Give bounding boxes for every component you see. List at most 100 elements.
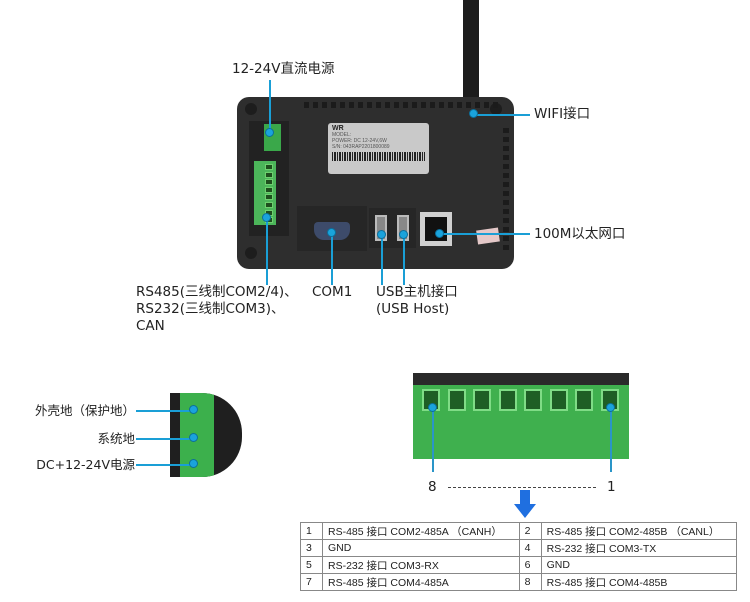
callout-dot [377, 230, 386, 239]
terminal-block-closeup [413, 373, 629, 459]
label-usb: USB主机接口 (USB Host) [376, 284, 458, 318]
mount-hole [245, 247, 257, 259]
terminal-slot [549, 389, 568, 411]
label-usb-1: USB主机接口 [376, 284, 458, 300]
label-power-input: 12-24V直流电源 [232, 61, 335, 77]
label-system-ground: 系统地 [97, 431, 135, 446]
label-chassis-ground: 外壳地（保护地） [34, 403, 135, 418]
label-serial-3: CAN [136, 318, 165, 334]
pin-description: RS-485 接口 COM4-485A [322, 573, 520, 591]
label-serial-1: RS485(三线制COM2/4)、 [136, 284, 298, 300]
vent-slot [503, 173, 509, 178]
antenna [463, 0, 479, 128]
pin-description: RS-232 接口 COM3-RX [322, 556, 520, 574]
terminal-pin [265, 202, 273, 208]
pin-description: GND [322, 539, 520, 557]
vent-slot [503, 137, 509, 142]
pin-number: 3 [300, 539, 323, 557]
terminal-slot [447, 389, 466, 411]
callout-dot [327, 228, 336, 237]
label-usb-2: (USB Host) [376, 301, 450, 317]
pin-number: 2 [518, 522, 542, 540]
pin-dot [189, 433, 198, 442]
brand-logo: WR [332, 125, 344, 132]
terminal-slot [524, 389, 542, 411]
vent-slot [313, 102, 318, 108]
vent-slot [503, 191, 509, 196]
pin-number: 6 [518, 556, 542, 574]
vent-slot [503, 218, 509, 223]
pin-description: RS-485 接口 COM4-485B [540, 573, 738, 591]
vent-slot [503, 245, 509, 250]
callout-dot [469, 109, 478, 118]
vent-slot [503, 209, 509, 214]
vent-slot [340, 102, 345, 108]
label-wifi: WIFI接口 [534, 106, 591, 122]
vent-slot [457, 102, 462, 108]
terminal-pin [265, 171, 273, 178]
label-serial-2: RS232(三线制COM3)、 [136, 301, 285, 317]
pin-number: 8 [518, 573, 542, 591]
label-model: MODEL: [332, 132, 352, 138]
vent-slot [503, 155, 509, 160]
vent-slot [430, 102, 435, 108]
vent-slot [503, 200, 509, 205]
vent-slot [412, 102, 417, 108]
pin-number: 5 [300, 556, 323, 574]
label-com1: COM1 [312, 284, 353, 300]
pin-dot [606, 403, 615, 412]
label-ethernet: 100M以太网口 [534, 226, 626, 242]
terminal-pin [265, 186, 273, 193]
pin-description: RS-232 接口 COM3-TX [540, 539, 738, 557]
vent-slot [493, 102, 498, 108]
vent-slot [466, 102, 471, 108]
barcode [332, 152, 425, 161]
vent-slot [503, 128, 509, 133]
arrow-down-icon [514, 490, 536, 518]
pin-label-8: 8 [428, 479, 437, 495]
pin-number: 4 [518, 539, 542, 557]
vent-slot [484, 102, 489, 108]
label-serial: RS485(三线制COM2/4)、 RS232(三线制COM3)、 CAN [136, 284, 298, 335]
label-power: POWER: DC 12-24V,6W [332, 138, 387, 144]
callout-dot [262, 213, 271, 222]
pin-number: 1 [300, 522, 323, 540]
vent-slot [503, 182, 509, 187]
vent-slot [367, 102, 372, 108]
terminal-pin [265, 194, 273, 201]
vent-slot [421, 102, 426, 108]
vent-slot [503, 236, 509, 241]
mount-hole [245, 103, 257, 115]
pin-label-1: 1 [607, 479, 616, 495]
vent-slot [394, 102, 399, 108]
vent-slot [503, 164, 509, 169]
ethernet-port [420, 212, 452, 246]
pin-description: RS-485 接口 COM2-485B （CANL） [540, 522, 738, 540]
terminal-slot [498, 389, 517, 411]
vent-slot [376, 102, 381, 108]
dashed-line [448, 487, 596, 488]
terminal-pin [265, 164, 273, 170]
pin-dot [189, 459, 198, 468]
vent-slot [385, 102, 390, 108]
serial-terminal-block [254, 161, 276, 225]
label-dc-power: DC+12-24V电源 [36, 457, 135, 472]
pin-description: RS-485 接口 COM2-485A （CANH） [322, 522, 520, 540]
vent-slot [349, 102, 354, 108]
vent-slot [358, 102, 363, 108]
label-sn: S/N: 043RAP2201800089 [332, 144, 390, 150]
terminal-pin [265, 179, 273, 186]
vent-slot [304, 102, 309, 108]
callout-dot [265, 128, 274, 137]
vent-slot [322, 102, 327, 108]
vent-slot [503, 146, 509, 151]
vent-slot [503, 227, 509, 232]
terminal-slot [575, 389, 593, 411]
callout-dot [435, 229, 444, 238]
vent-slot [475, 102, 480, 108]
vent-slot [439, 102, 444, 108]
terminal-slot [473, 389, 491, 411]
